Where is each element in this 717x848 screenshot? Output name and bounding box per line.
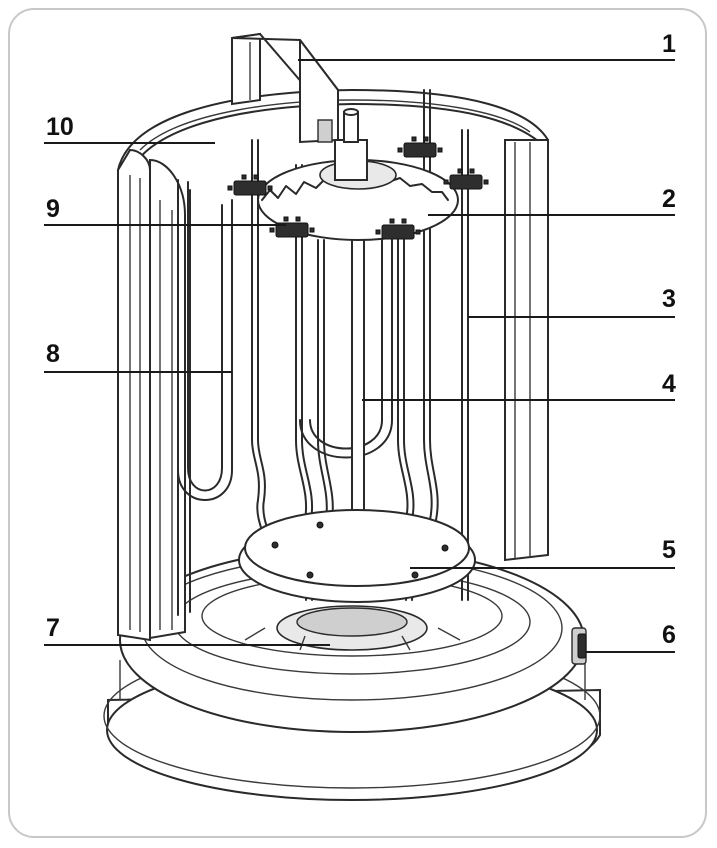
callout-3: 3 [662, 285, 676, 313]
callout-8: 8 [46, 340, 60, 368]
power-switch [571, 627, 587, 665]
callout-9: 9 [46, 195, 60, 223]
skewer-gears [227, 136, 489, 240]
callout-5: 5 [662, 536, 676, 564]
callout-4: 4 [662, 370, 676, 398]
housing-shell [116, 32, 549, 642]
callout-7: 7 [46, 614, 60, 642]
bottom-plate [238, 509, 476, 603]
callout-labels: 1 2 3 4 5 6 10 9 8 7 [46, 30, 676, 649]
callout-10: 10 [46, 113, 74, 141]
callout-1: 1 [662, 30, 676, 58]
callout-6: 6 [662, 621, 676, 649]
callout-2: 2 [662, 185, 676, 213]
callout-leaders [44, 59, 675, 653]
drip-tray [244, 605, 461, 651]
heating-element [177, 179, 393, 501]
top-gear-plate [257, 108, 459, 241]
